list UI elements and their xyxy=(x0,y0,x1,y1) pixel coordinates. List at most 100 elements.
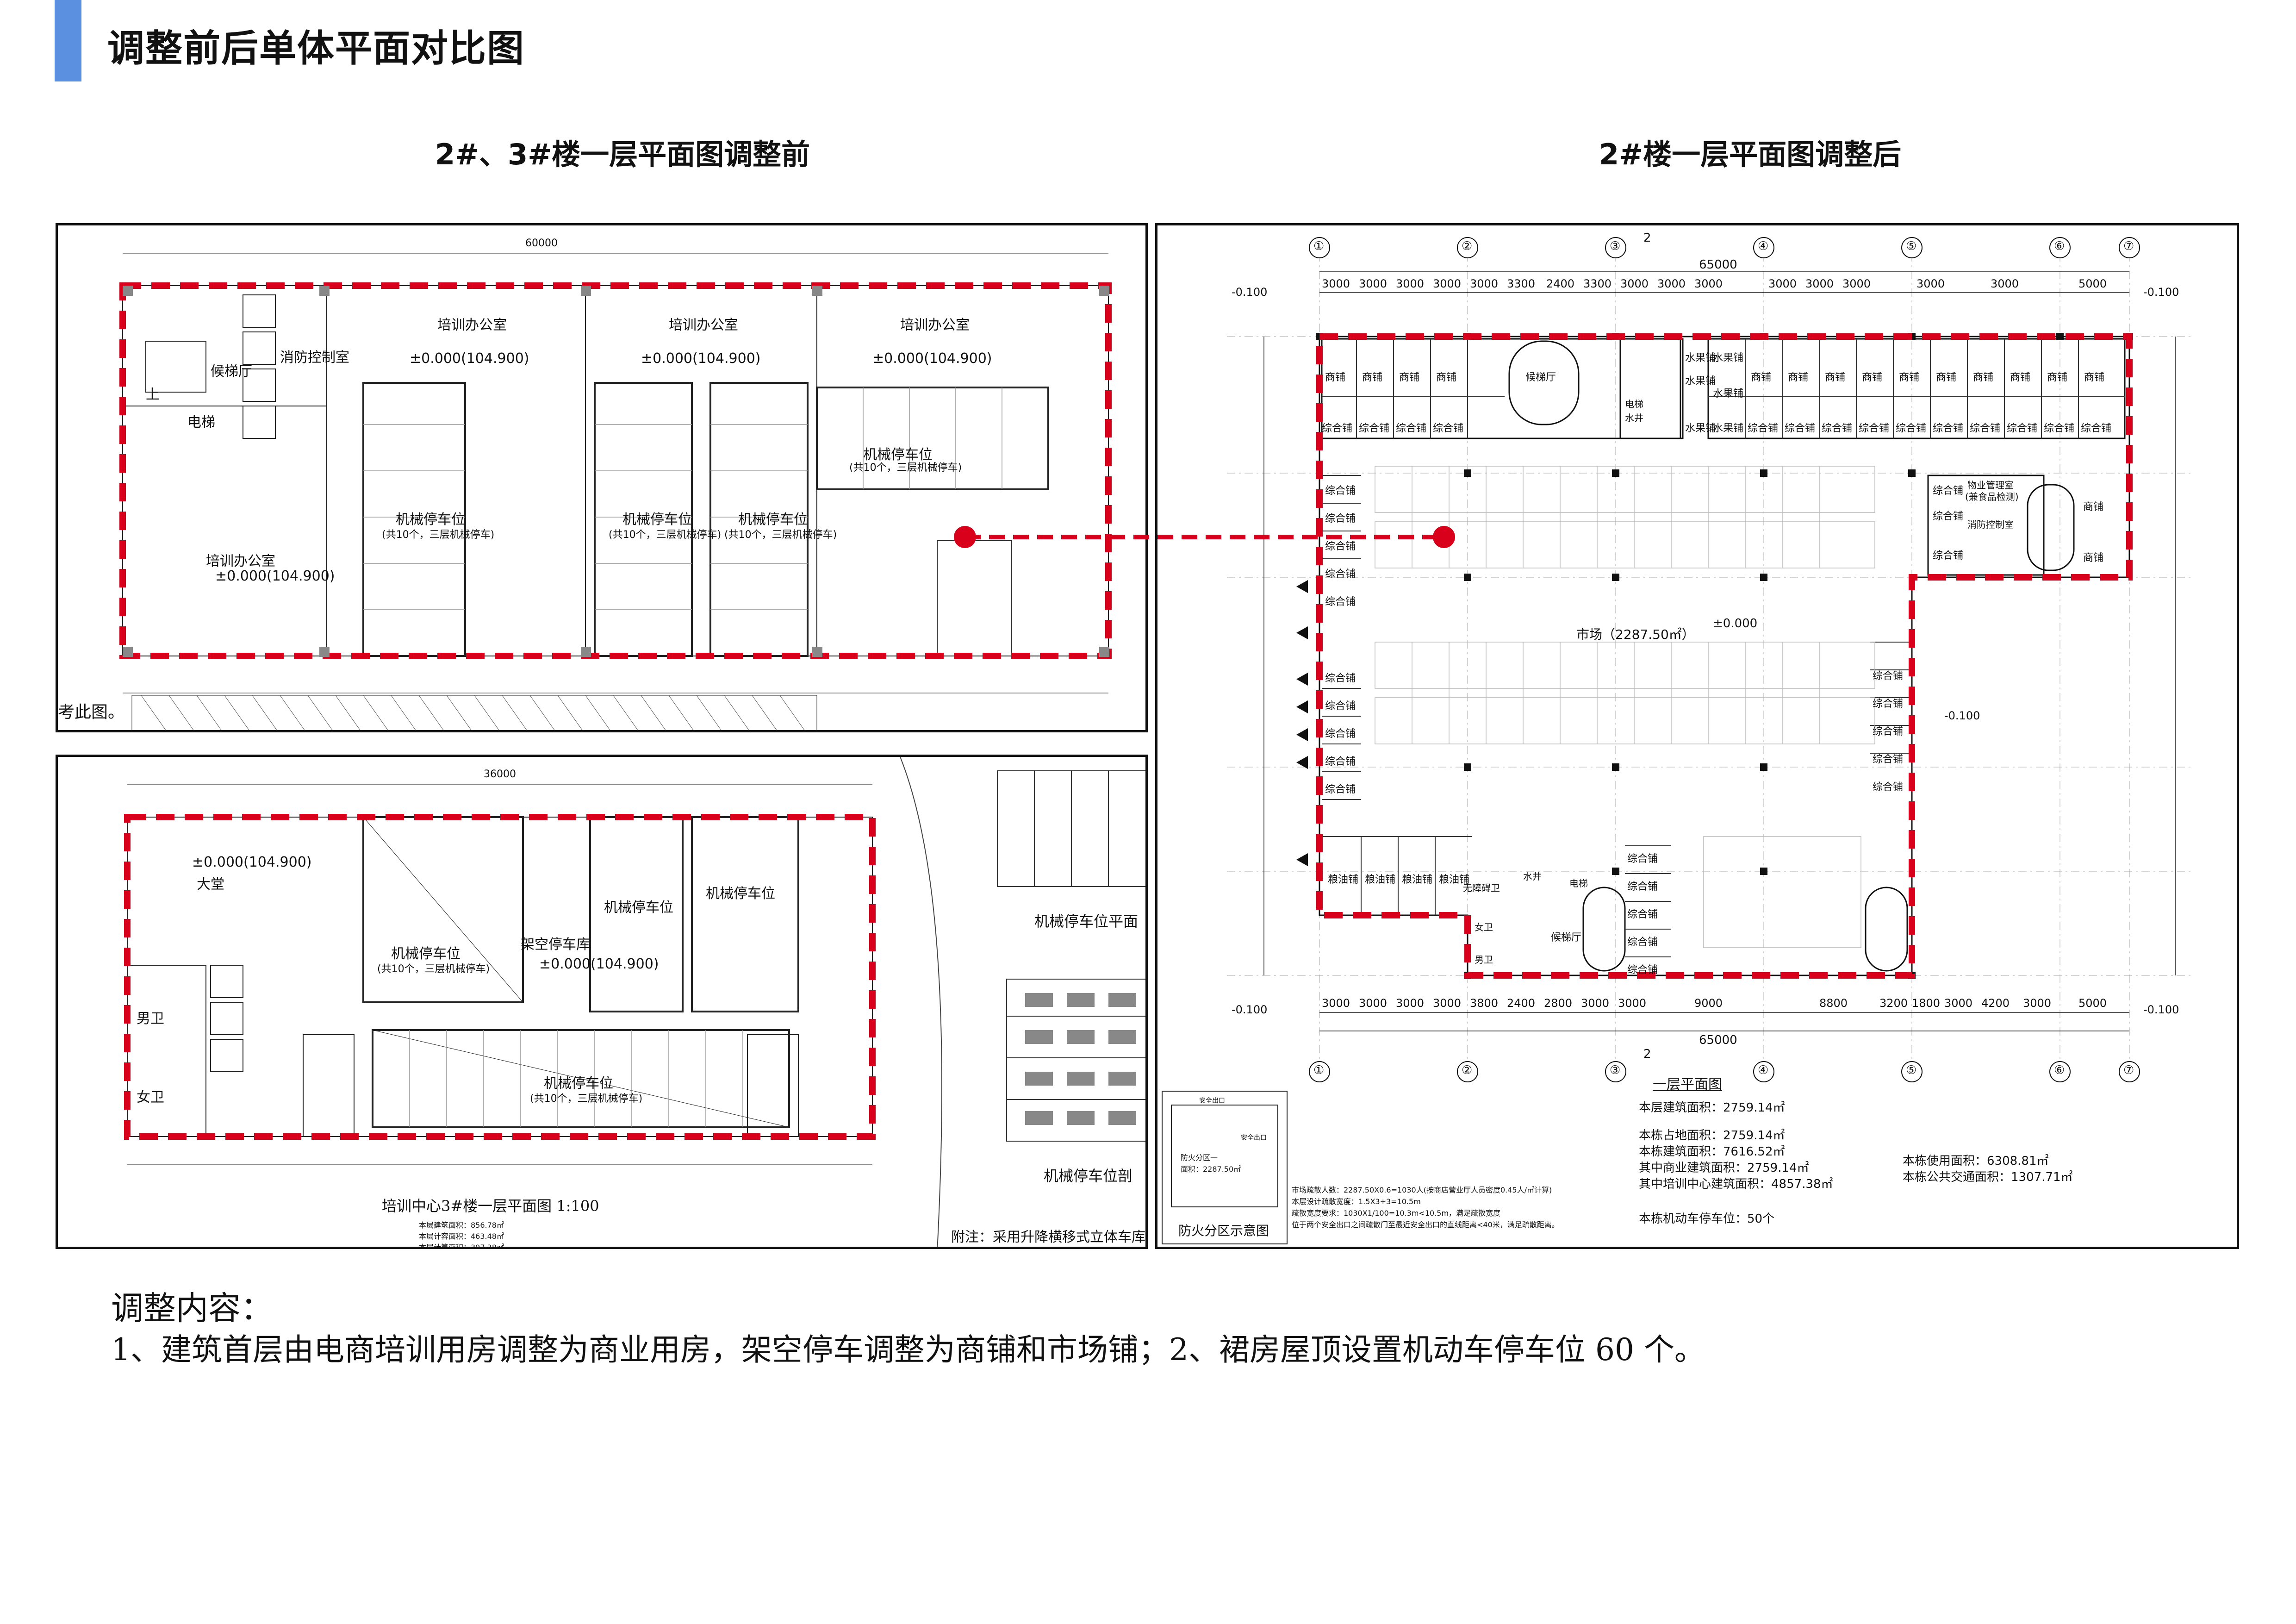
parking-note: (共10个，三层机械停车) xyxy=(724,529,837,541)
dim-top: 3000 xyxy=(1433,277,1462,290)
mixed-shop-label: 综合铺 xyxy=(1325,541,1356,552)
mixed-shop-label: 综合铺 xyxy=(1627,937,1658,948)
mixed-shop-label: 综合铺 xyxy=(1748,423,1779,434)
water-well-label: 水井 xyxy=(1523,871,1542,882)
grain-shop-label: 粮油铺 xyxy=(1328,874,1359,886)
mixed-shop-label: 综合铺 xyxy=(1325,568,1356,580)
dim-top: 3300 xyxy=(1507,277,1536,290)
plan-stat: 本层计容面积：463.48㎡ xyxy=(419,1232,504,1241)
accessible-wc-label: 无障碍卫 xyxy=(1463,882,1500,893)
fire-room-label: 消防控制室 xyxy=(1967,519,2014,530)
shop-label: 商铺 xyxy=(1862,372,1883,383)
total-dimension: 60000 xyxy=(525,237,558,249)
stair-label: 上 xyxy=(146,387,160,403)
lobby-label: 候梯厅 xyxy=(211,363,252,380)
elevation-label: ±0.000(104.900) xyxy=(641,350,761,367)
elevation-label: ±0.000(104.900) xyxy=(872,350,992,367)
shop-label: 商铺 xyxy=(1936,372,1957,383)
shop-label: 商铺 xyxy=(2083,552,2104,564)
axis-label: ⑥ xyxy=(2054,1063,2065,1077)
dim-top: 3000 xyxy=(1768,277,1797,290)
parking-note: (共10个，三层机械停车) xyxy=(849,462,962,474)
before-plan-top-drawing xyxy=(119,253,1112,730)
axis-label: ⑤ xyxy=(1906,239,1917,253)
dim-top: 3000 xyxy=(1470,277,1499,290)
mixed-shop-label: 综合铺 xyxy=(1325,673,1356,684)
dim-bottom: 3000 xyxy=(2023,997,2052,1010)
parking-detail-plan-title: 机械停车位平面 xyxy=(1034,912,1139,930)
dim-top: 3000 xyxy=(1991,277,2019,290)
total-dimension: 36000 xyxy=(484,768,516,780)
shop-label: 商铺 xyxy=(2010,372,2031,383)
parking-label: 机械停车位 xyxy=(738,512,808,528)
property-room-label: 物业管理室 xyxy=(1967,480,2014,491)
toilet-f-label: 女卫 xyxy=(137,1089,164,1106)
level-label: -0.100 xyxy=(2143,286,2179,299)
mixed-shop-label: 综合铺 xyxy=(2081,423,2112,434)
total-dimension: 65000 xyxy=(1699,1033,1737,1047)
dim-top: 3000 xyxy=(1322,277,1350,290)
after-plan-panel: ① ② ③ ④ ⑤ ⑥ ⑦ ① ② ③ ④ ⑤ ⑥ ⑦ 65000 65000 … xyxy=(1155,223,2239,1249)
before-plan-bottom-drawing xyxy=(124,757,1145,1247)
dim-bottom: 4200 xyxy=(1981,997,2010,1010)
mixed-shop-label: 综合铺 xyxy=(1359,423,1390,434)
axis-label: ⑦ xyxy=(2123,1063,2134,1077)
plan-stat: 本栋公共交通面积：1307.71㎡ xyxy=(1903,1170,2073,1184)
parking-note: (共10个，三层机械停车) xyxy=(377,963,490,975)
dim-top: 5000 xyxy=(2078,277,2107,290)
plan-stat: 本栋机动车停车位：50个 xyxy=(1639,1212,1775,1226)
level-label: -0.100 xyxy=(1232,1003,1268,1016)
elevation-label: ±0.000(104.900) xyxy=(215,568,335,584)
lobby-label: 候梯厅 xyxy=(1525,372,1556,383)
page-title: 调整前后单体平面对比图 xyxy=(107,27,525,70)
mixed-shop-label: 综合铺 xyxy=(1933,511,1964,522)
shop-label: 商铺 xyxy=(1825,372,1846,383)
evacuation-note: 位于两个安全出口之间疏散门至最近安全出口的直线距离<40米，满足疏散距离。 xyxy=(1292,1220,1559,1229)
hall-label: 大堂 xyxy=(197,876,224,893)
fruit-shop-label: 水果铺 xyxy=(1685,423,1716,434)
dim-bottom: 3800 xyxy=(1470,997,1499,1010)
mixed-shop-label: 综合铺 xyxy=(1933,550,1964,562)
room-label: 培训办公室 xyxy=(900,317,970,333)
fruit-shop-label: 水果铺 xyxy=(1713,352,1744,364)
level-label: -0.100 xyxy=(1232,286,1268,299)
fire-room-label: 消防控制室 xyxy=(280,350,349,366)
dim-bottom: 3200 xyxy=(1879,997,1908,1010)
shop-label: 商铺 xyxy=(1751,372,1772,383)
plan-stat: 其中商业建筑面积：2759.14㎡ xyxy=(1639,1161,1809,1175)
level-label: ±0.000 xyxy=(1713,617,1758,631)
room-label: 培训办公室 xyxy=(437,317,507,333)
shop-label: 商铺 xyxy=(2084,372,2105,383)
axis-label: ② xyxy=(1462,239,1473,253)
axis-label: ③ xyxy=(1610,239,1621,253)
dim-top: 3000 xyxy=(1396,277,1425,290)
mixed-shop-label: 综合铺 xyxy=(1896,423,1927,434)
mixed-shop-label: 综合铺 xyxy=(1970,423,2001,434)
fruit-shop-label: 水果铺 xyxy=(1713,388,1744,400)
axis-label: ⑤ xyxy=(1906,1063,1917,1077)
mixed-shop-label: 综合铺 xyxy=(1325,728,1356,740)
dim-bottom: 8800 xyxy=(1819,997,1848,1010)
left-panel-heading: 2#、3#楼一层平面图调整前 xyxy=(435,137,810,171)
mixed-shop-label: 综合铺 xyxy=(1325,513,1356,525)
market-label: 市场（2287.50㎡） xyxy=(1576,627,1695,642)
fire-exit-label: 安全出口 xyxy=(1241,1134,1267,1142)
parking-detail-section-title: 机械停车位剖 xyxy=(1044,1167,1133,1185)
title-accent-bar xyxy=(55,0,81,81)
axis-label: ⑥ xyxy=(2054,239,2065,253)
dim-bottom: 1800 xyxy=(1912,997,1941,1010)
dim-top: 3000 xyxy=(1620,277,1649,290)
axis-label: ④ xyxy=(1758,1063,1769,1077)
elevator-label: 电梯 xyxy=(1569,878,1588,889)
fruit-shop-label: 水果铺 xyxy=(1685,375,1716,387)
after-plan-title: 一层平面图 xyxy=(1653,1076,1722,1093)
plan-stat: 本层计算面积：397.38㎡ xyxy=(419,1243,504,1249)
mixed-shop-label: 综合铺 xyxy=(2044,423,2075,434)
property-room-note: (兼食品检测) xyxy=(1965,491,2019,502)
toilet-m-label: 男卫 xyxy=(137,1011,164,1027)
axis-label: ① xyxy=(1313,1063,1325,1077)
section-mark: 2 xyxy=(1643,231,1651,245)
plan-stat: 本栋建筑面积：7616.52㎡ xyxy=(1639,1145,1785,1159)
dim-top: 3000 xyxy=(1359,277,1388,290)
elevation-label: ±0.000(104.900) xyxy=(410,350,529,367)
